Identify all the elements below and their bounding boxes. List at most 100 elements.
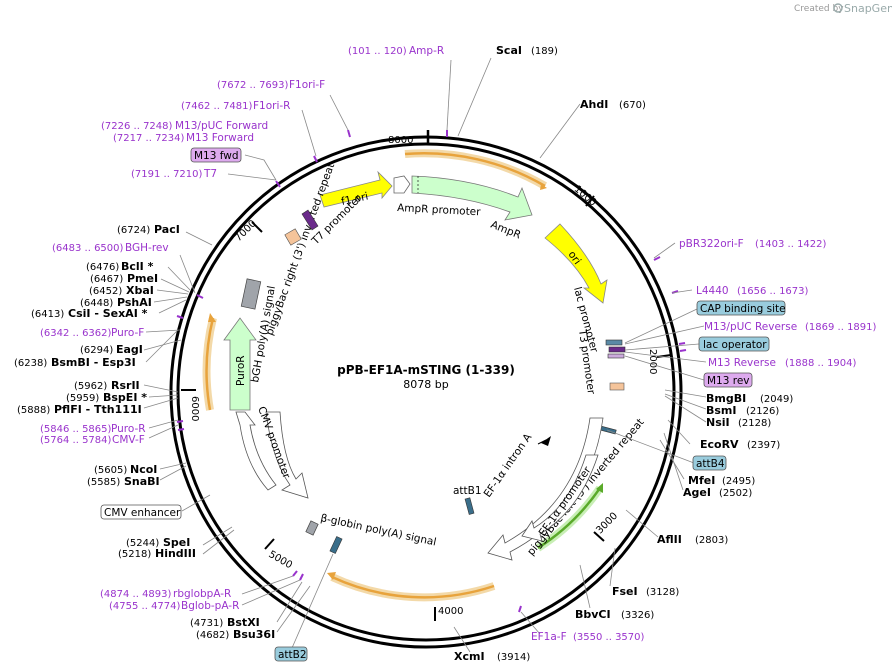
primer-range-ef1a-f: (3550 .. 3570) bbox=[573, 632, 645, 643]
enzyme-bsu36i[interactable]: Bsu36I bbox=[233, 628, 275, 641]
cap-site-mark bbox=[605, 339, 623, 346]
primer-f1ori-r[interactable]: F1ori-R bbox=[253, 100, 290, 112]
enzyme-bstxi[interactable]: BstXI bbox=[227, 616, 260, 629]
primer-range-f1ori-r: (7462 .. 7481) bbox=[181, 101, 253, 112]
primer-m13-reverse[interactable]: M13 Reverse bbox=[708, 357, 776, 369]
primer-m13-puc-forward[interactable]: M13/pUC Forward bbox=[175, 120, 268, 132]
cmv-enhancer-arrow bbox=[235, 411, 277, 491]
enzyme-pshai-pos: (6448) bbox=[80, 298, 113, 309]
enzyme-bspei[interactable]: BspEI * bbox=[103, 391, 147, 404]
leader-lines bbox=[143, 57, 707, 653]
primer-range-pbr322ori-f: (1403 .. 1422) bbox=[755, 239, 827, 250]
attb2-mark bbox=[329, 536, 343, 554]
enzyme-bcli[interactable]: BclI * bbox=[121, 260, 154, 273]
attb2-label: attB2 bbox=[278, 649, 307, 661]
primer-range-f1ori-f: (7672 .. 7693) bbox=[217, 80, 289, 91]
enzyme-rsrii-pos: (5962) bbox=[74, 381, 107, 392]
enzyme-hindiii[interactable]: HindIII bbox=[155, 547, 196, 560]
enzyme-scai[interactable]: ScaI bbox=[496, 44, 522, 57]
primer-range-bglob-pa-r: (4755 .. 4774) bbox=[109, 601, 181, 612]
enzyme-eagi[interactable]: EagI bbox=[116, 343, 143, 356]
m13-rev-box[interactable] bbox=[703, 372, 753, 388]
enzyme-csii-pos: (6413) bbox=[31, 309, 64, 320]
intron-arrow-icon bbox=[541, 436, 551, 446]
t7-mark bbox=[301, 209, 319, 231]
enzyme-bspei-pos: (5959) bbox=[66, 393, 99, 404]
lac-operator-box[interactable] bbox=[698, 336, 770, 352]
tick-6000: 6000 bbox=[189, 396, 200, 421]
enzyme-bbvci[interactable]: BbvCI bbox=[575, 608, 611, 621]
primer-puro-r[interactable]: Puro-R bbox=[111, 423, 146, 435]
enzyme-pmei[interactable]: PmeI bbox=[127, 272, 158, 285]
green-cds-arc bbox=[537, 487, 602, 550]
enzyme-ahdi[interactable]: AhdI bbox=[580, 98, 608, 111]
enzyme-rsrii[interactable]: RsrII bbox=[111, 379, 140, 392]
primer-range-m13-forward: (7217 .. 7234) bbox=[113, 133, 185, 144]
enzyme-ecorv[interactable]: EcoRV bbox=[700, 438, 739, 451]
cmv-enhancer-box[interactable] bbox=[100, 504, 182, 520]
primer-f1ori-f[interactable]: F1ori-F bbox=[289, 79, 325, 91]
ampr-arrow bbox=[411, 175, 533, 221]
primer-cmv-f[interactable]: CMV-F bbox=[112, 434, 145, 446]
created-by-label: Created by bbox=[794, 4, 844, 14]
primer-range-puro-r: (5846 .. 5865) bbox=[40, 424, 112, 435]
attb4-box[interactable] bbox=[692, 455, 727, 471]
cds-arc-left bbox=[205, 317, 215, 411]
enzyme-csii-sexai[interactable]: CsiI - SexAI * bbox=[68, 307, 148, 320]
primer-pbr322ori-f[interactable]: pBR322ori-F bbox=[679, 238, 744, 250]
enzyme-xcmi[interactable]: XcmI bbox=[454, 650, 485, 663]
enzyme-pmei-pos: (6467) bbox=[90, 274, 123, 285]
primer-range-cmv-f: (5764 .. 5784) bbox=[40, 435, 112, 446]
enzyme-mfei[interactable]: MfeI bbox=[688, 474, 715, 487]
enzyme-pflfi-tth111i[interactable]: PflFI - Tth111I bbox=[54, 403, 142, 416]
enzyme-snabi[interactable]: SnaBI bbox=[124, 475, 160, 488]
enzyme-fsei[interactable]: FseI bbox=[612, 585, 638, 598]
enzyme-aflii[interactable]: AflII bbox=[657, 533, 682, 546]
enzyme-hindiii-pos: (5218) bbox=[118, 549, 151, 560]
m13-rev-mark bbox=[607, 353, 625, 359]
primer-m13-puc-reverse[interactable]: M13/pUC Reverse bbox=[704, 321, 797, 333]
enzyme-xbai[interactable]: XbaI bbox=[126, 284, 154, 297]
enzyme-xbai-pos: (6452) bbox=[89, 286, 122, 297]
cmv-promoter-arrow bbox=[265, 411, 309, 499]
primer-bglob-pa-r[interactable]: Bglob-pA-R bbox=[181, 600, 239, 612]
primer-t7[interactable]: T7 bbox=[203, 168, 217, 180]
enzyme-paci[interactable]: PacI bbox=[154, 223, 180, 236]
puror-label: PuroR bbox=[235, 355, 247, 386]
enzyme-pshai[interactable]: PshAI bbox=[117, 296, 152, 309]
m13-fwd-box[interactable] bbox=[190, 147, 242, 163]
enzyme-bsmi[interactable]: BsmI bbox=[706, 404, 737, 417]
primer-rbglobpa-r[interactable]: rbglobpA-R bbox=[173, 588, 231, 600]
enzyme-spei[interactable]: SpeI bbox=[163, 536, 190, 549]
primer-ef1a-f[interactable]: EF1a-F bbox=[531, 631, 567, 643]
snapgene-brand: SnapGene bbox=[844, 2, 892, 15]
primer-m13-forward[interactable]: M13 Forward bbox=[186, 132, 254, 144]
orange-small-feature bbox=[609, 382, 625, 391]
enzyme-bcli-pos: (6476) bbox=[86, 262, 119, 273]
cds-arc-bottom bbox=[331, 575, 495, 599]
cap-binding-site-box[interactable] bbox=[696, 300, 786, 316]
enzyme-fsei-pos: (3128) bbox=[646, 587, 679, 598]
enzyme-agei[interactable]: AgeI bbox=[683, 486, 711, 499]
enzyme-bsu36i-pos: (4682) bbox=[196, 630, 229, 641]
cds-arc-bottom-head bbox=[327, 572, 336, 580]
cap-binding-site-label: CAP binding site bbox=[700, 303, 786, 315]
snapgene-logo-icon bbox=[833, 3, 843, 13]
enzyme-xcmi-pos: (3914) bbox=[497, 652, 530, 663]
primer-puro-f[interactable]: Puro-F bbox=[111, 327, 144, 339]
ori-arrow bbox=[544, 223, 608, 304]
enzyme-nsii[interactable]: NsiI bbox=[706, 416, 730, 429]
enzyme-bsmbi-esp3i[interactable]: BsmBI - Esp3I bbox=[51, 356, 136, 369]
tick-5000: 5000 bbox=[267, 549, 295, 571]
primer-bgh-rev[interactable]: BGH-rev bbox=[125, 242, 169, 254]
primer-l4440[interactable]: L4440 bbox=[696, 285, 729, 297]
enzyme-eagi-pos: (6294) bbox=[80, 345, 113, 356]
enzyme-spei-pos: (5244) bbox=[126, 538, 159, 549]
enzyme-bmgbi[interactable]: BmgBI bbox=[706, 392, 746, 405]
green-cds-head bbox=[596, 483, 603, 493]
primer-amp-r[interactable]: Amp-R bbox=[409, 45, 444, 57]
backbone-inner-ring bbox=[176, 142, 676, 642]
m13-rev-label: M13 rev bbox=[707, 375, 750, 387]
attb2-box[interactable] bbox=[274, 646, 308, 662]
enzyme-ncoi[interactable]: NcoI bbox=[130, 463, 157, 476]
